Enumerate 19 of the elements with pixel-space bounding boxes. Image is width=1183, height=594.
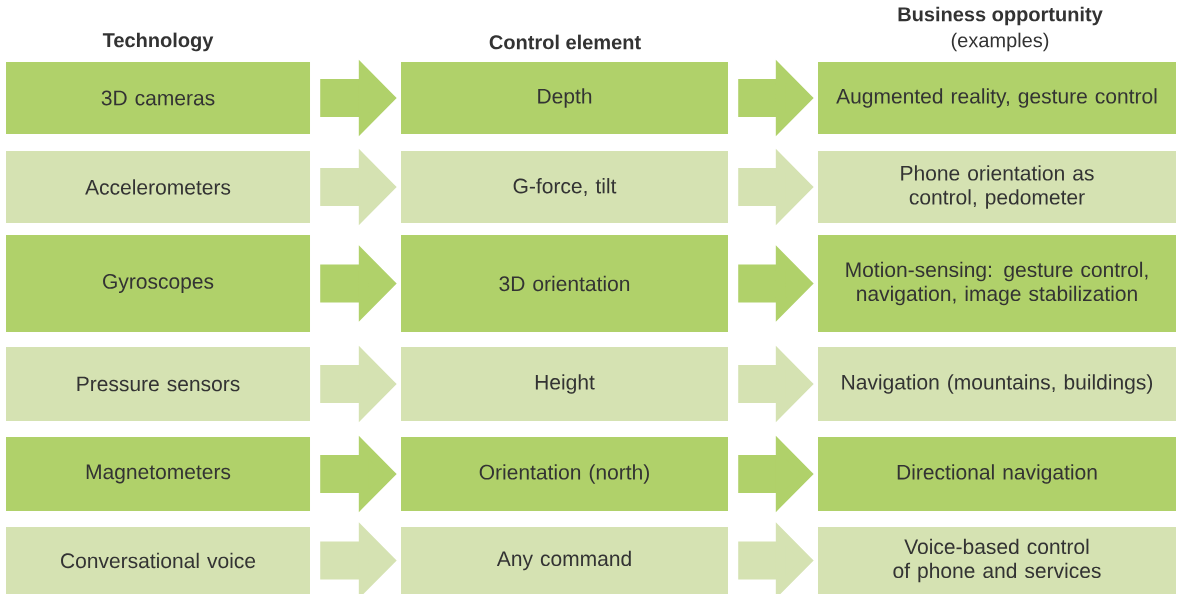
text-box: Navigation (mountains, buildings) xyxy=(818,347,1176,421)
text-box: Phone orientation as control, pedometer xyxy=(818,151,1176,223)
text-box: Depth xyxy=(401,62,728,134)
text-box: Orientation (north) xyxy=(401,437,728,511)
text-box: Gyroscopes xyxy=(6,235,310,332)
text-box: Accelerometers xyxy=(6,151,310,223)
text-box: 3D orientation xyxy=(401,235,728,332)
text-box: Directional navigation xyxy=(818,437,1176,511)
text-box: Pressure sensors xyxy=(6,347,310,421)
column-header: Business opportunity xyxy=(898,6,1103,26)
text-box: G-force, tilt xyxy=(401,151,728,223)
text-box: Magnetometers xyxy=(6,437,310,511)
text-box: Voice-based control of phone and services xyxy=(818,527,1176,594)
text-box: Augmented reality, gesture control xyxy=(818,62,1176,134)
text-box: 3D cameras xyxy=(6,62,310,134)
text-box: Conversational voice xyxy=(6,527,310,594)
text-box: Motion-sensing: gesture control, navigation, image stabilization xyxy=(818,235,1176,332)
text-box: Height xyxy=(401,347,728,421)
text-box: Any command xyxy=(401,527,728,594)
